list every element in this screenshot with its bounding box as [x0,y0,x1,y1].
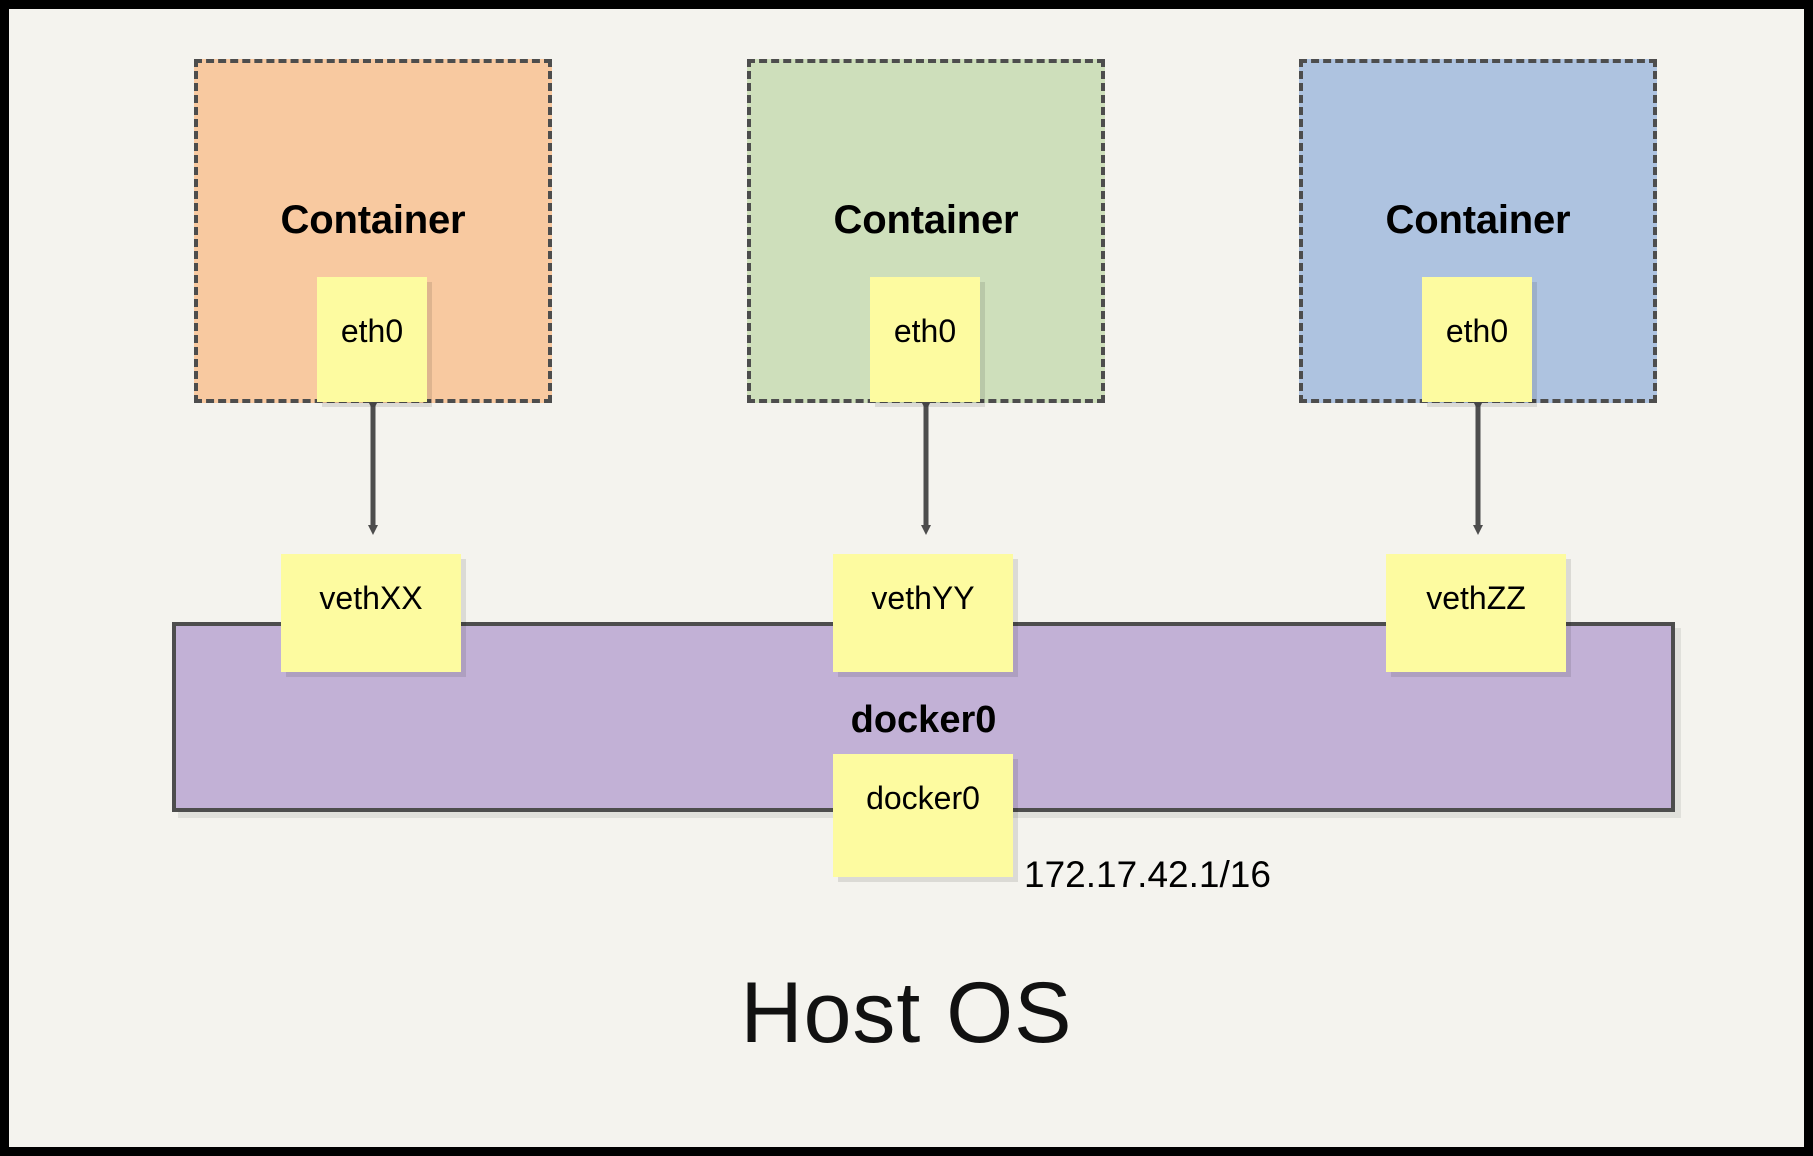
container-title-3: Container [1385,198,1571,242]
link-arrow-2 [921,401,931,535]
container-title-2: Container [833,198,1019,242]
container-title-1: Container [280,198,466,242]
eth0-interface-1: eth0 [317,277,427,402]
link-arrow-1 [368,401,378,535]
veth-box-1: vethXX [281,554,461,672]
veth-box-2: vethYY [833,554,1013,672]
link-arrow-3 [1473,401,1483,535]
docker0-interface-box: docker0 [833,754,1013,877]
host-os-label: Host OS [740,965,1073,1061]
eth0-interface-2: eth0 [870,277,980,402]
eth0-interface-3: eth0 [1422,277,1532,402]
veth-box-3: vethZZ [1386,554,1566,672]
bridge-ip-label: 172.17.42.1/16 [1024,854,1271,895]
docker0-bridge-label: docker0 [850,699,997,741]
